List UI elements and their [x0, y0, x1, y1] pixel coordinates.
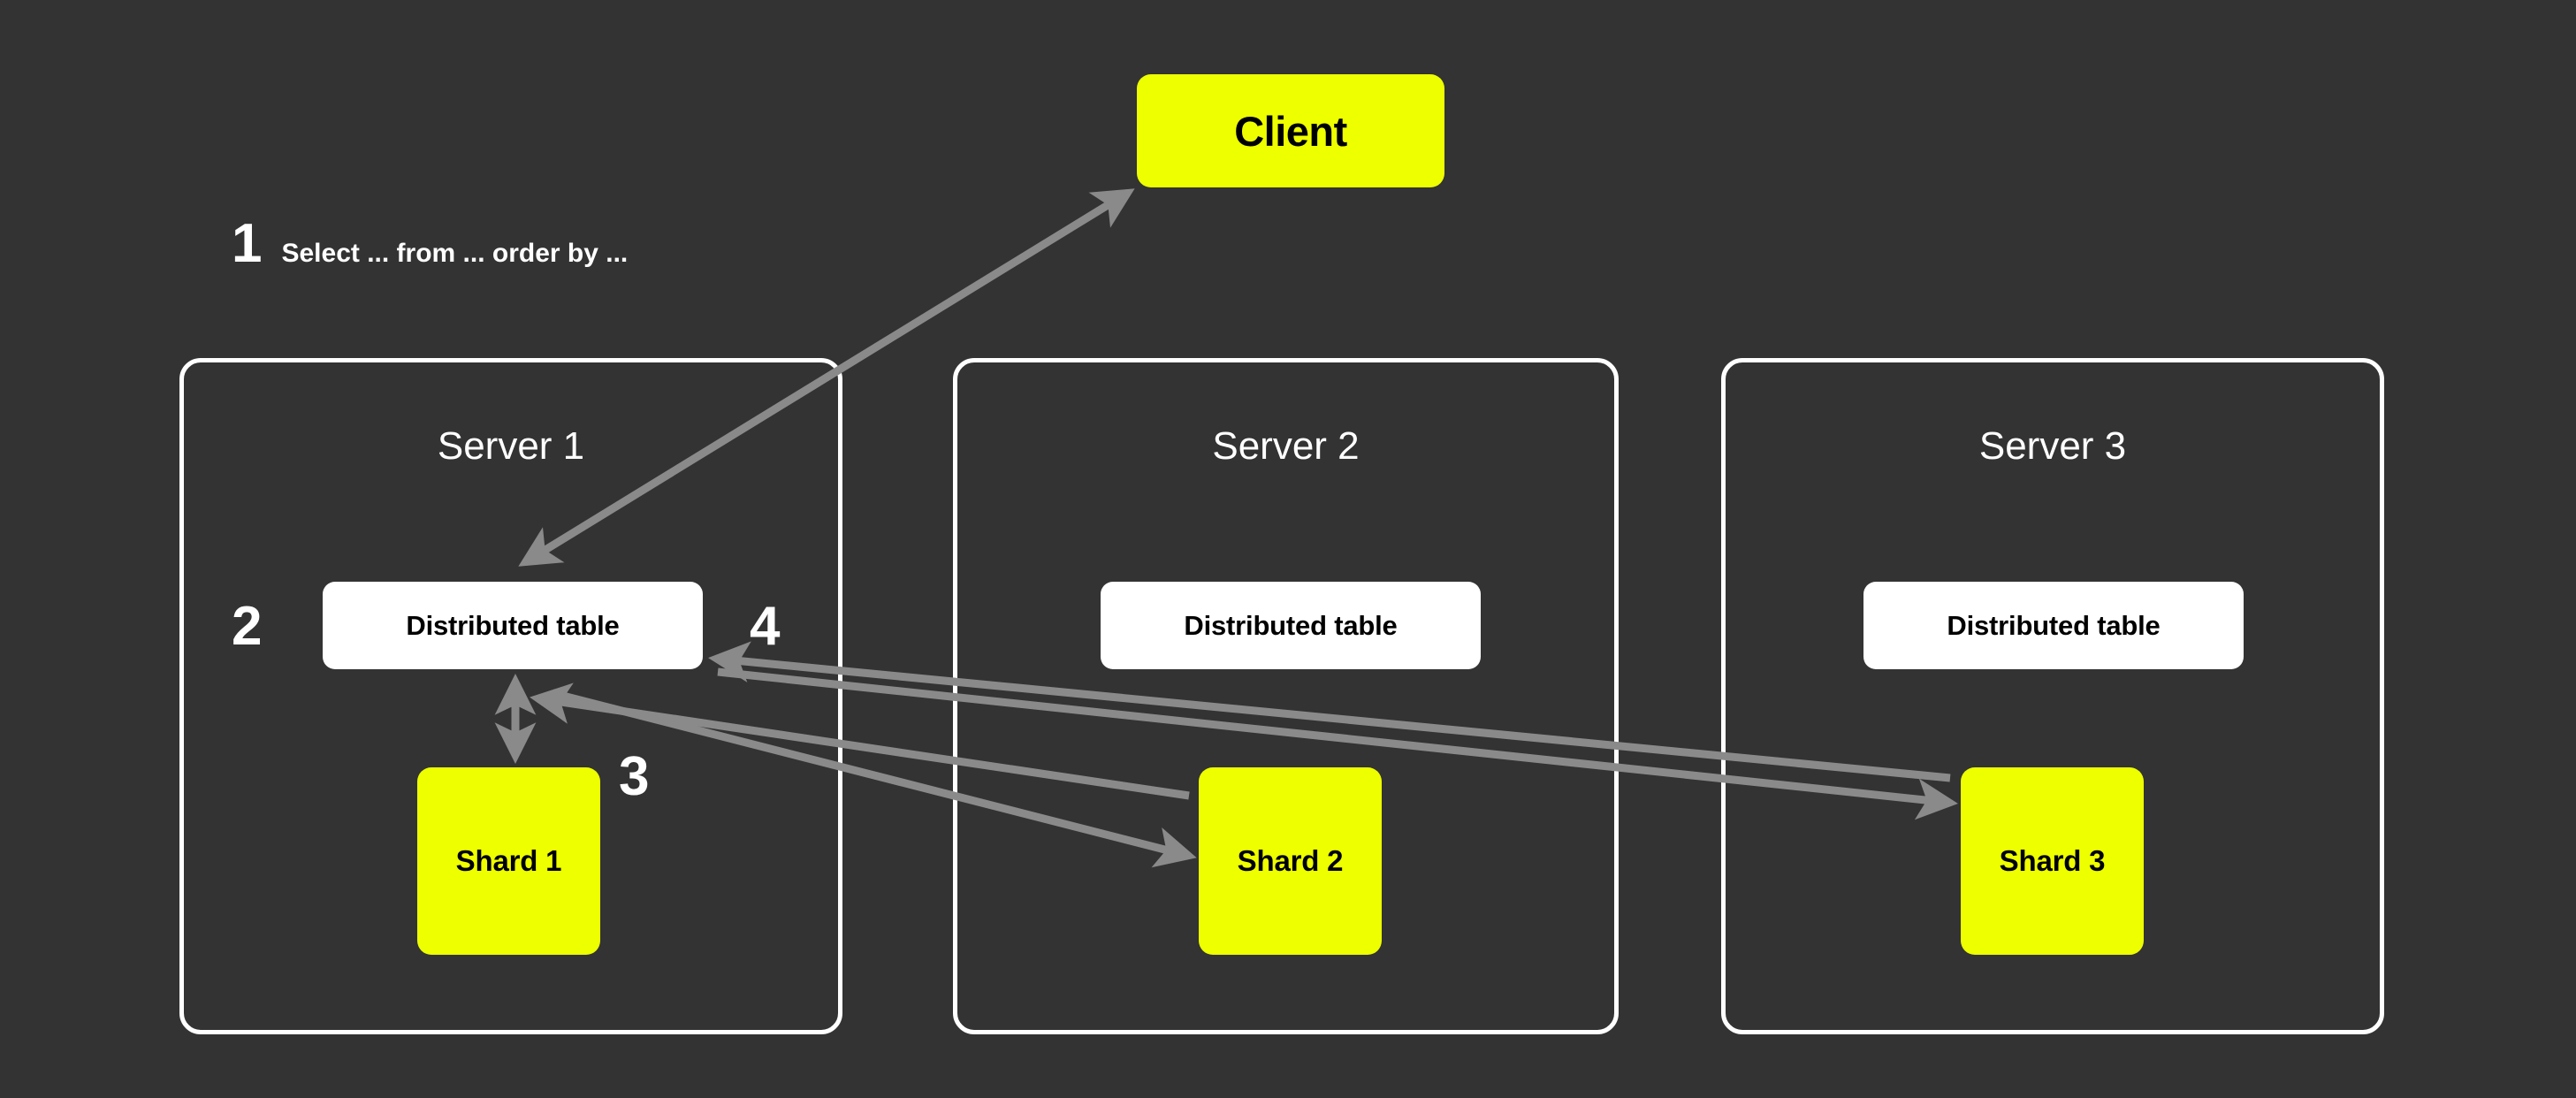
- server-title-3: Server 3: [1978, 424, 2127, 468]
- distributed-table-label-2: Distributed table: [1184, 609, 1398, 641]
- server-title-2: Server 2: [1212, 424, 1360, 468]
- client-node[interactable]: Client: [1137, 74, 1444, 187]
- distributed-table-label-1: Distributed table: [406, 609, 620, 641]
- client-label: Client: [1234, 107, 1347, 155]
- distributed-table-label-3: Distributed table: [1947, 609, 2161, 641]
- shard-node-3[interactable]: Shard 3: [1961, 767, 2144, 955]
- step-number-3: 3: [619, 746, 650, 807]
- shard-label-2: Shard 2: [1237, 844, 1344, 877]
- server-title-1: Server 1: [437, 424, 585, 468]
- distributed-table-server-3[interactable]: Distributed table: [1863, 582, 2244, 669]
- shard-label-3: Shard 3: [1999, 844, 2106, 877]
- distributed-table-server-1[interactable]: Distributed table: [323, 582, 703, 669]
- shard-node-1[interactable]: Shard 1: [417, 767, 600, 955]
- shard-label-1: Shard 1: [455, 844, 562, 877]
- step-1-query-text: Select ... from ... order by ...: [281, 239, 629, 268]
- step-number-1: 1: [232, 213, 263, 274]
- distributed-table-server-2[interactable]: Distributed table: [1101, 582, 1481, 669]
- shard-node-2[interactable]: Shard 2: [1199, 767, 1382, 955]
- step-1-caption: 1 Select ... from ... order by ...: [232, 217, 628, 271]
- step-number-4: 4: [750, 596, 781, 657]
- step-number-2: 2: [232, 596, 263, 657]
